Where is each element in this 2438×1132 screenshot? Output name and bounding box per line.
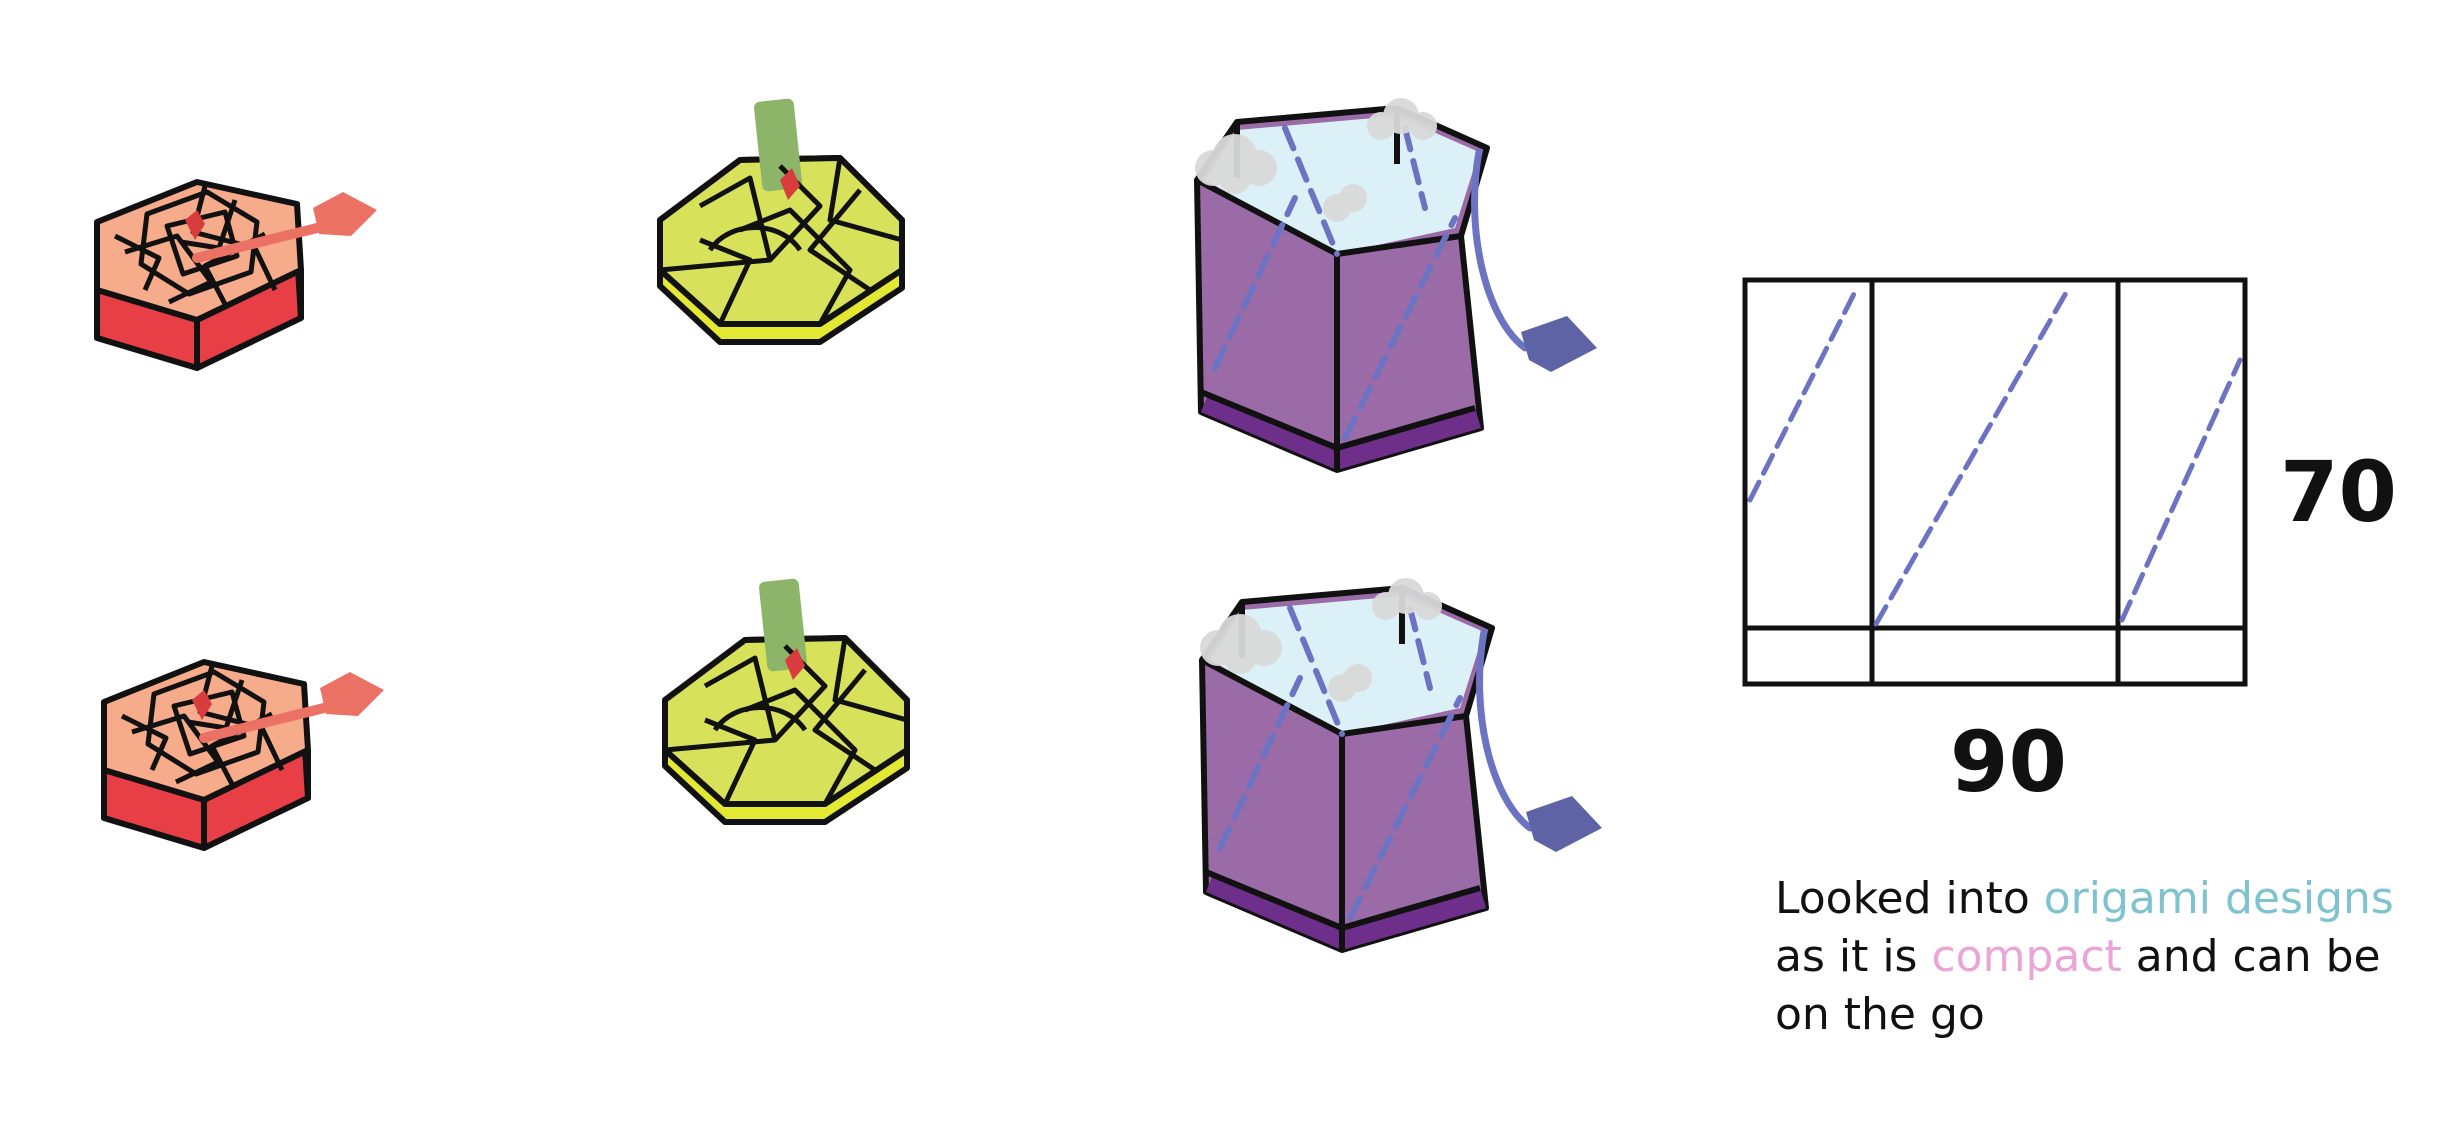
caption-highlight-compact: compact bbox=[1931, 931, 2122, 982]
coral-box-top bbox=[97, 182, 377, 368]
height-dimension-label: 70 bbox=[2280, 443, 2397, 541]
purple-cup-bottom bbox=[1200, 578, 1602, 950]
unfolded-net bbox=[1742, 277, 2248, 687]
yellow-box-top bbox=[660, 98, 902, 342]
coral-box-bottom bbox=[104, 662, 384, 848]
purple-cup-top bbox=[1195, 98, 1597, 470]
yellow-box-bottom bbox=[665, 578, 907, 822]
caption-part-3: and can be on the go bbox=[1775, 931, 2381, 1040]
caption-text: Looked into origami designs as it is com… bbox=[1775, 870, 2415, 1044]
caption-part-2: as it is bbox=[1775, 931, 1932, 982]
caption-part-1: Looked into bbox=[1775, 873, 2044, 924]
width-dimension-label: 90 bbox=[1950, 713, 2067, 811]
caption-highlight-origami: origami designs bbox=[2043, 873, 2394, 924]
